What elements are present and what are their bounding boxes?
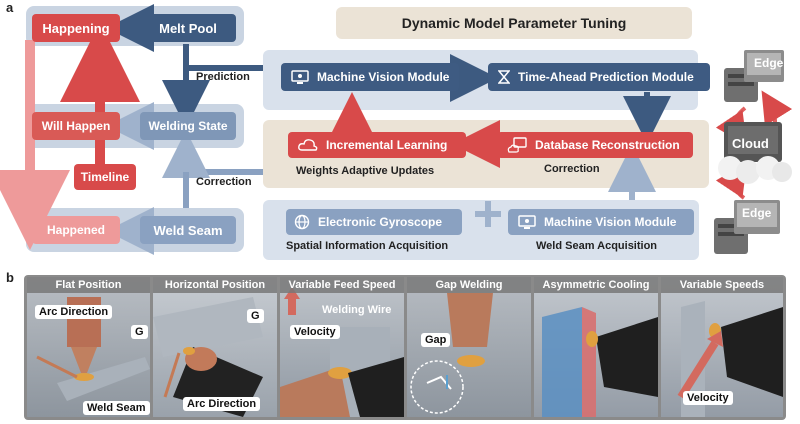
- electronic-gyroscope-label: Electronic Gyroscope: [318, 215, 443, 229]
- panel-a-label: a: [6, 0, 14, 15]
- cloud-device: Cloud: [712, 116, 796, 186]
- time-ahead-prediction-module-label: Time-Ahead Prediction Module: [518, 70, 694, 84]
- edge-bottom-label: Edge: [742, 206, 772, 220]
- edge-server-icon: [714, 200, 780, 254]
- photo-variable-speeds-title: Variable Speeds: [661, 277, 783, 293]
- welding-wire-callout: Welding Wire: [322, 304, 392, 316]
- machine-vision-module-bottom: Machine Vision Module: [508, 209, 694, 235]
- welding-state-box: Welding State: [140, 112, 236, 140]
- gap-callout: Gap: [421, 333, 451, 347]
- database-reconstruction-label: Database Reconstruction: [535, 138, 680, 152]
- flat-position-illustration: [36, 297, 150, 401]
- timeline-box: Timeline: [74, 164, 136, 190]
- machine-vision-module-top: Machine Vision Module: [281, 63, 459, 91]
- arc-direction-callout: Arc Direction: [183, 397, 261, 411]
- globe-icon: [294, 214, 310, 230]
- photo-asymmetric-cooling: Asymmetric Cooling: [534, 277, 658, 417]
- incremental-learning-box: Incremental Learning: [288, 132, 466, 158]
- will-happen-box: Will Happen: [32, 112, 120, 140]
- g-callout: G: [131, 325, 148, 339]
- weld-seam-callout: Weld Seam: [83, 401, 150, 415]
- weld-seam-acq-caption: Weld Seam Acquisition: [536, 240, 658, 252]
- photo-gap-welding-title: Gap Welding: [407, 277, 531, 293]
- photo-variable-feed-speed-title: Variable Feed Speed: [280, 277, 404, 293]
- spatial-info-caption: Spatial Information Acquisition: [286, 240, 449, 252]
- monitor-camera-icon: [291, 70, 309, 84]
- happened-box: Happened: [32, 216, 120, 244]
- weld-seam-box: Weld Seam: [140, 216, 236, 244]
- database-reconstruction-box: Database Reconstruction: [497, 132, 693, 158]
- happening-box: Happening: [32, 14, 120, 42]
- cloud-server-icon: [718, 122, 792, 184]
- velocity-callout: Velocity: [290, 325, 340, 339]
- diagram-title: Dynamic Model Parameter Tuning: [336, 7, 692, 39]
- correction-label: Correction: [196, 176, 252, 188]
- asymmetric-cooling-illustration: [542, 307, 658, 417]
- panel-b-label: b: [6, 270, 14, 285]
- weights-adaptive-updates-caption: Weights Adaptive Updates: [296, 165, 435, 177]
- photo-asymmetric-cooling-title: Asymmetric Cooling: [534, 277, 658, 293]
- g-callout: G: [247, 309, 264, 323]
- incremental-learning-label: Incremental Learning: [326, 138, 448, 152]
- photo-flat-position: Flat Position Arc Direction G Weld Seam: [27, 277, 150, 417]
- electronic-gyroscope-box: Electronic Gyroscope: [286, 209, 462, 235]
- monitor-camera-icon: [518, 215, 536, 229]
- cloud-label: Cloud: [732, 136, 769, 151]
- horizontal-position-illustration: [153, 297, 263, 417]
- photo-variable-speeds: Variable Speeds Velocity: [661, 277, 783, 417]
- machine-vision-module-top-label: Machine Vision Module: [317, 70, 450, 84]
- prediction-label: Prediction: [196, 71, 250, 83]
- hourglass-icon: [498, 70, 510, 84]
- edge-top-device: Edge: [714, 48, 786, 104]
- photo-variable-feed-speed: Variable Feed Speed Welding Wire Velocit…: [280, 277, 404, 417]
- cloud-sync-icon: [298, 138, 318, 152]
- time-ahead-prediction-module: Time-Ahead Prediction Module: [488, 63, 710, 91]
- photo-horizontal-position: Horizontal Position G Arc Direction: [153, 277, 277, 417]
- database-cloud-icon: [507, 137, 527, 153]
- melt-pool-box: Melt Pool: [140, 14, 236, 42]
- gap-welding-illustration: [410, 293, 493, 414]
- photo-flat-position-title: Flat Position: [27, 277, 150, 293]
- variable-feed-speed-illustration: [280, 287, 404, 417]
- variable-speeds-illustration: [677, 301, 783, 417]
- edge-bottom-device: Edge: [712, 198, 784, 256]
- photo-gap-welding: Gap Welding Gap: [407, 277, 531, 417]
- edge-top-label: Edge: [754, 56, 784, 70]
- machine-vision-module-bottom-label: Machine Vision Module: [544, 215, 677, 229]
- velocity-callout: Velocity: [683, 391, 733, 405]
- edge-server-icon: [724, 50, 784, 102]
- photo-strip: [24, 275, 786, 420]
- arc-direction-callout: Arc Direction: [35, 305, 113, 319]
- photo-horizontal-position-title: Horizontal Position: [153, 277, 277, 293]
- correction-caption: Correction: [544, 163, 600, 175]
